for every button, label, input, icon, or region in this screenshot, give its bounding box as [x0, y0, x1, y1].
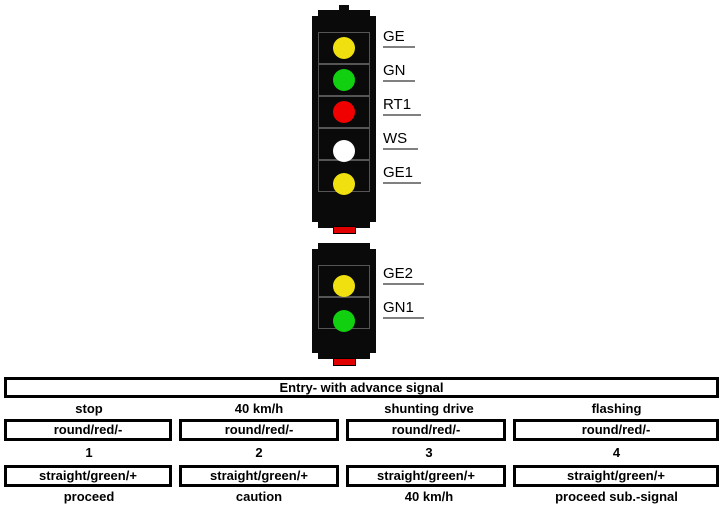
housing-corner: [312, 243, 318, 249]
lamp-label-ge: GE: [383, 29, 415, 48]
aspect-number-4: 4: [612, 445, 621, 460]
lamp-label-gn1: GN1: [383, 300, 424, 319]
lamp-cell: [318, 32, 370, 64]
housing-corner: [312, 10, 318, 16]
signal-top-cap: [339, 5, 349, 11]
state-bottom-2: caution: [235, 489, 283, 504]
housing-corner: [370, 10, 376, 16]
main-lamp-cell-2: round/red/-: [179, 419, 339, 441]
advance-signal-housing: [312, 243, 376, 359]
housing-corner: [370, 353, 376, 359]
lamp-label-rt1: RT1: [383, 97, 421, 116]
housing-corner: [370, 243, 376, 249]
aspect-number-2: 2: [255, 445, 263, 460]
lamp-ge1: [333, 173, 355, 195]
state-top-1: stop: [75, 401, 103, 416]
advance-signal-foot: [333, 358, 356, 366]
lamp-label-gn: GN: [383, 63, 415, 82]
advance-lamp-cell-1: straight/green/+: [4, 465, 172, 487]
main-lamp-cell-3: round/red/-: [346, 419, 506, 441]
advance-lamp-cell-4: straight/green/+: [513, 465, 719, 487]
state-top-3: shunting drive: [384, 401, 474, 416]
lamp-ws: [333, 140, 355, 162]
state-bottom-1: proceed: [63, 489, 115, 504]
table-title: Entry- with advance signal: [4, 377, 719, 398]
main-signal-foot: [333, 226, 356, 234]
state-top-4: flashing: [591, 401, 642, 416]
advance-lamp-cell-3: straight/green/+: [346, 465, 506, 487]
housing-corner: [312, 222, 318, 228]
state-bottom-4: proceed sub.-signal: [555, 489, 678, 504]
aspect-number-3: 3: [425, 445, 433, 460]
housing-corner: [312, 353, 318, 359]
aspect-number-1: 1: [85, 445, 93, 460]
lamp-gn1: [333, 310, 355, 332]
lamp-cell: [318, 64, 370, 96]
lamp-cell: [318, 96, 370, 128]
lamp-label-ge1: GE1: [383, 165, 421, 184]
housing-corner: [370, 222, 376, 228]
lamp-ge2: [333, 275, 355, 297]
lamp-label-ge2: GE2: [383, 266, 424, 285]
main-lamp-cell-1: round/red/-: [4, 419, 172, 441]
state-top-2: 40 km/h: [234, 401, 284, 416]
lamp-ge: [333, 37, 355, 59]
lamp-rt1: [333, 101, 355, 123]
advance-lamp-cell-2: straight/green/+: [179, 465, 339, 487]
lamp-label-ws: WS: [383, 131, 418, 150]
state-bottom-3: 40 km/h: [404, 489, 454, 504]
main-lamp-cell-4: round/red/-: [513, 419, 719, 441]
lamp-gn: [333, 69, 355, 91]
